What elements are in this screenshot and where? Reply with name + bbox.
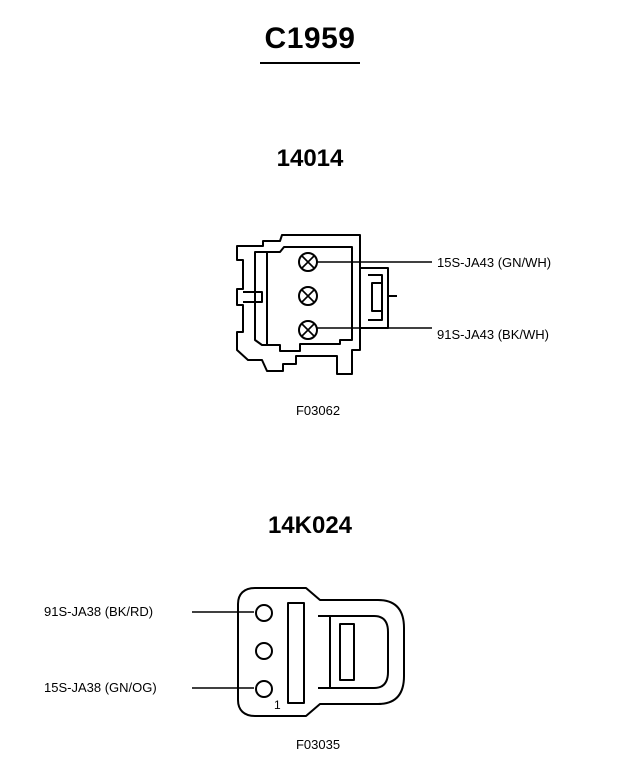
connector-14014-latch-inner	[368, 274, 383, 321]
connector-14k024-terminal-slot	[287, 602, 305, 704]
title-underline	[260, 62, 360, 64]
wire-label: 15S-JA43 (GN/WH)	[437, 255, 552, 270]
pin-terminal-x-mark	[301, 289, 315, 303]
connector-14k024-latch	[318, 615, 389, 689]
pin-number-label: 1	[274, 698, 281, 712]
connector-part-number: 14014	[276, 145, 344, 172]
connector-part-number: 14K024	[267, 512, 353, 539]
connector-14k024-latch-tab	[339, 623, 355, 681]
figure-id: F03062	[295, 403, 341, 418]
connector-title: C1959	[264, 22, 356, 55]
wire-label: 15S-JA38 (GN/OG)	[44, 680, 157, 695]
pin-terminal-x-mark	[301, 323, 315, 337]
connector-14014-inner-outline	[254, 246, 353, 352]
figure-id: F03035	[295, 737, 341, 752]
connector-14014-housing	[236, 234, 361, 375]
connector-14014-key-notch	[243, 291, 263, 303]
pin-cavity	[255, 642, 273, 660]
pin-cavity	[255, 604, 273, 622]
connector-14k024-housing	[237, 587, 405, 717]
wire-label: 91S-JA43 (BK/WH)	[437, 327, 549, 342]
pin-cavity	[255, 680, 273, 698]
connector-14014-latch-tab	[371, 282, 383, 312]
pin-terminal-x-mark	[301, 255, 315, 269]
wire-label: 91S-JA38 (BK/RD)	[44, 604, 154, 619]
